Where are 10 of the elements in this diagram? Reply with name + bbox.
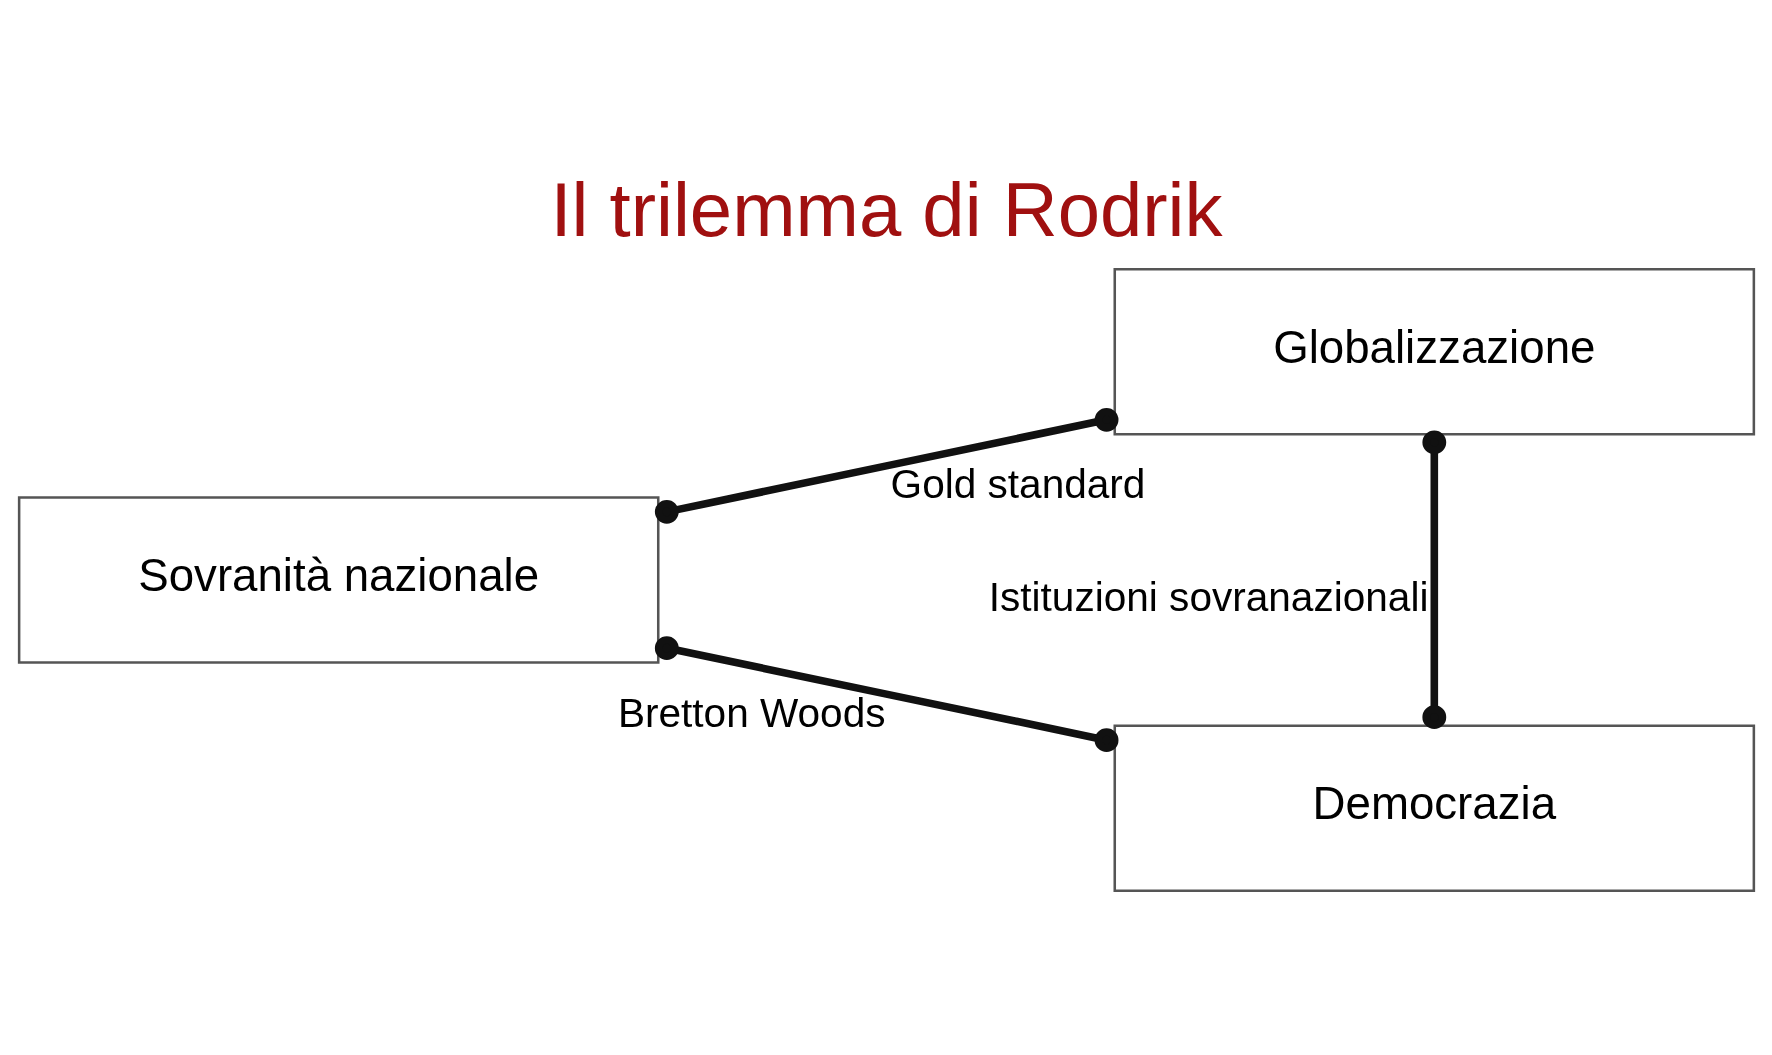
connector <box>654 635 1118 752</box>
edge-label: Gold standard <box>890 460 1145 507</box>
node-box: Sovranità nazionale <box>17 495 659 664</box>
edge-label: Bretton Woods <box>617 689 886 736</box>
node-box: Democrazia <box>1113 724 1755 892</box>
diagram-title: Il trilemma di Rodrik <box>549 166 1223 252</box>
node-box: Globalizzazione <box>1113 267 1755 435</box>
connector <box>654 407 1118 524</box>
connector <box>1421 429 1446 729</box>
edge-label: Istituzioni sovranazionali <box>988 573 1428 620</box>
